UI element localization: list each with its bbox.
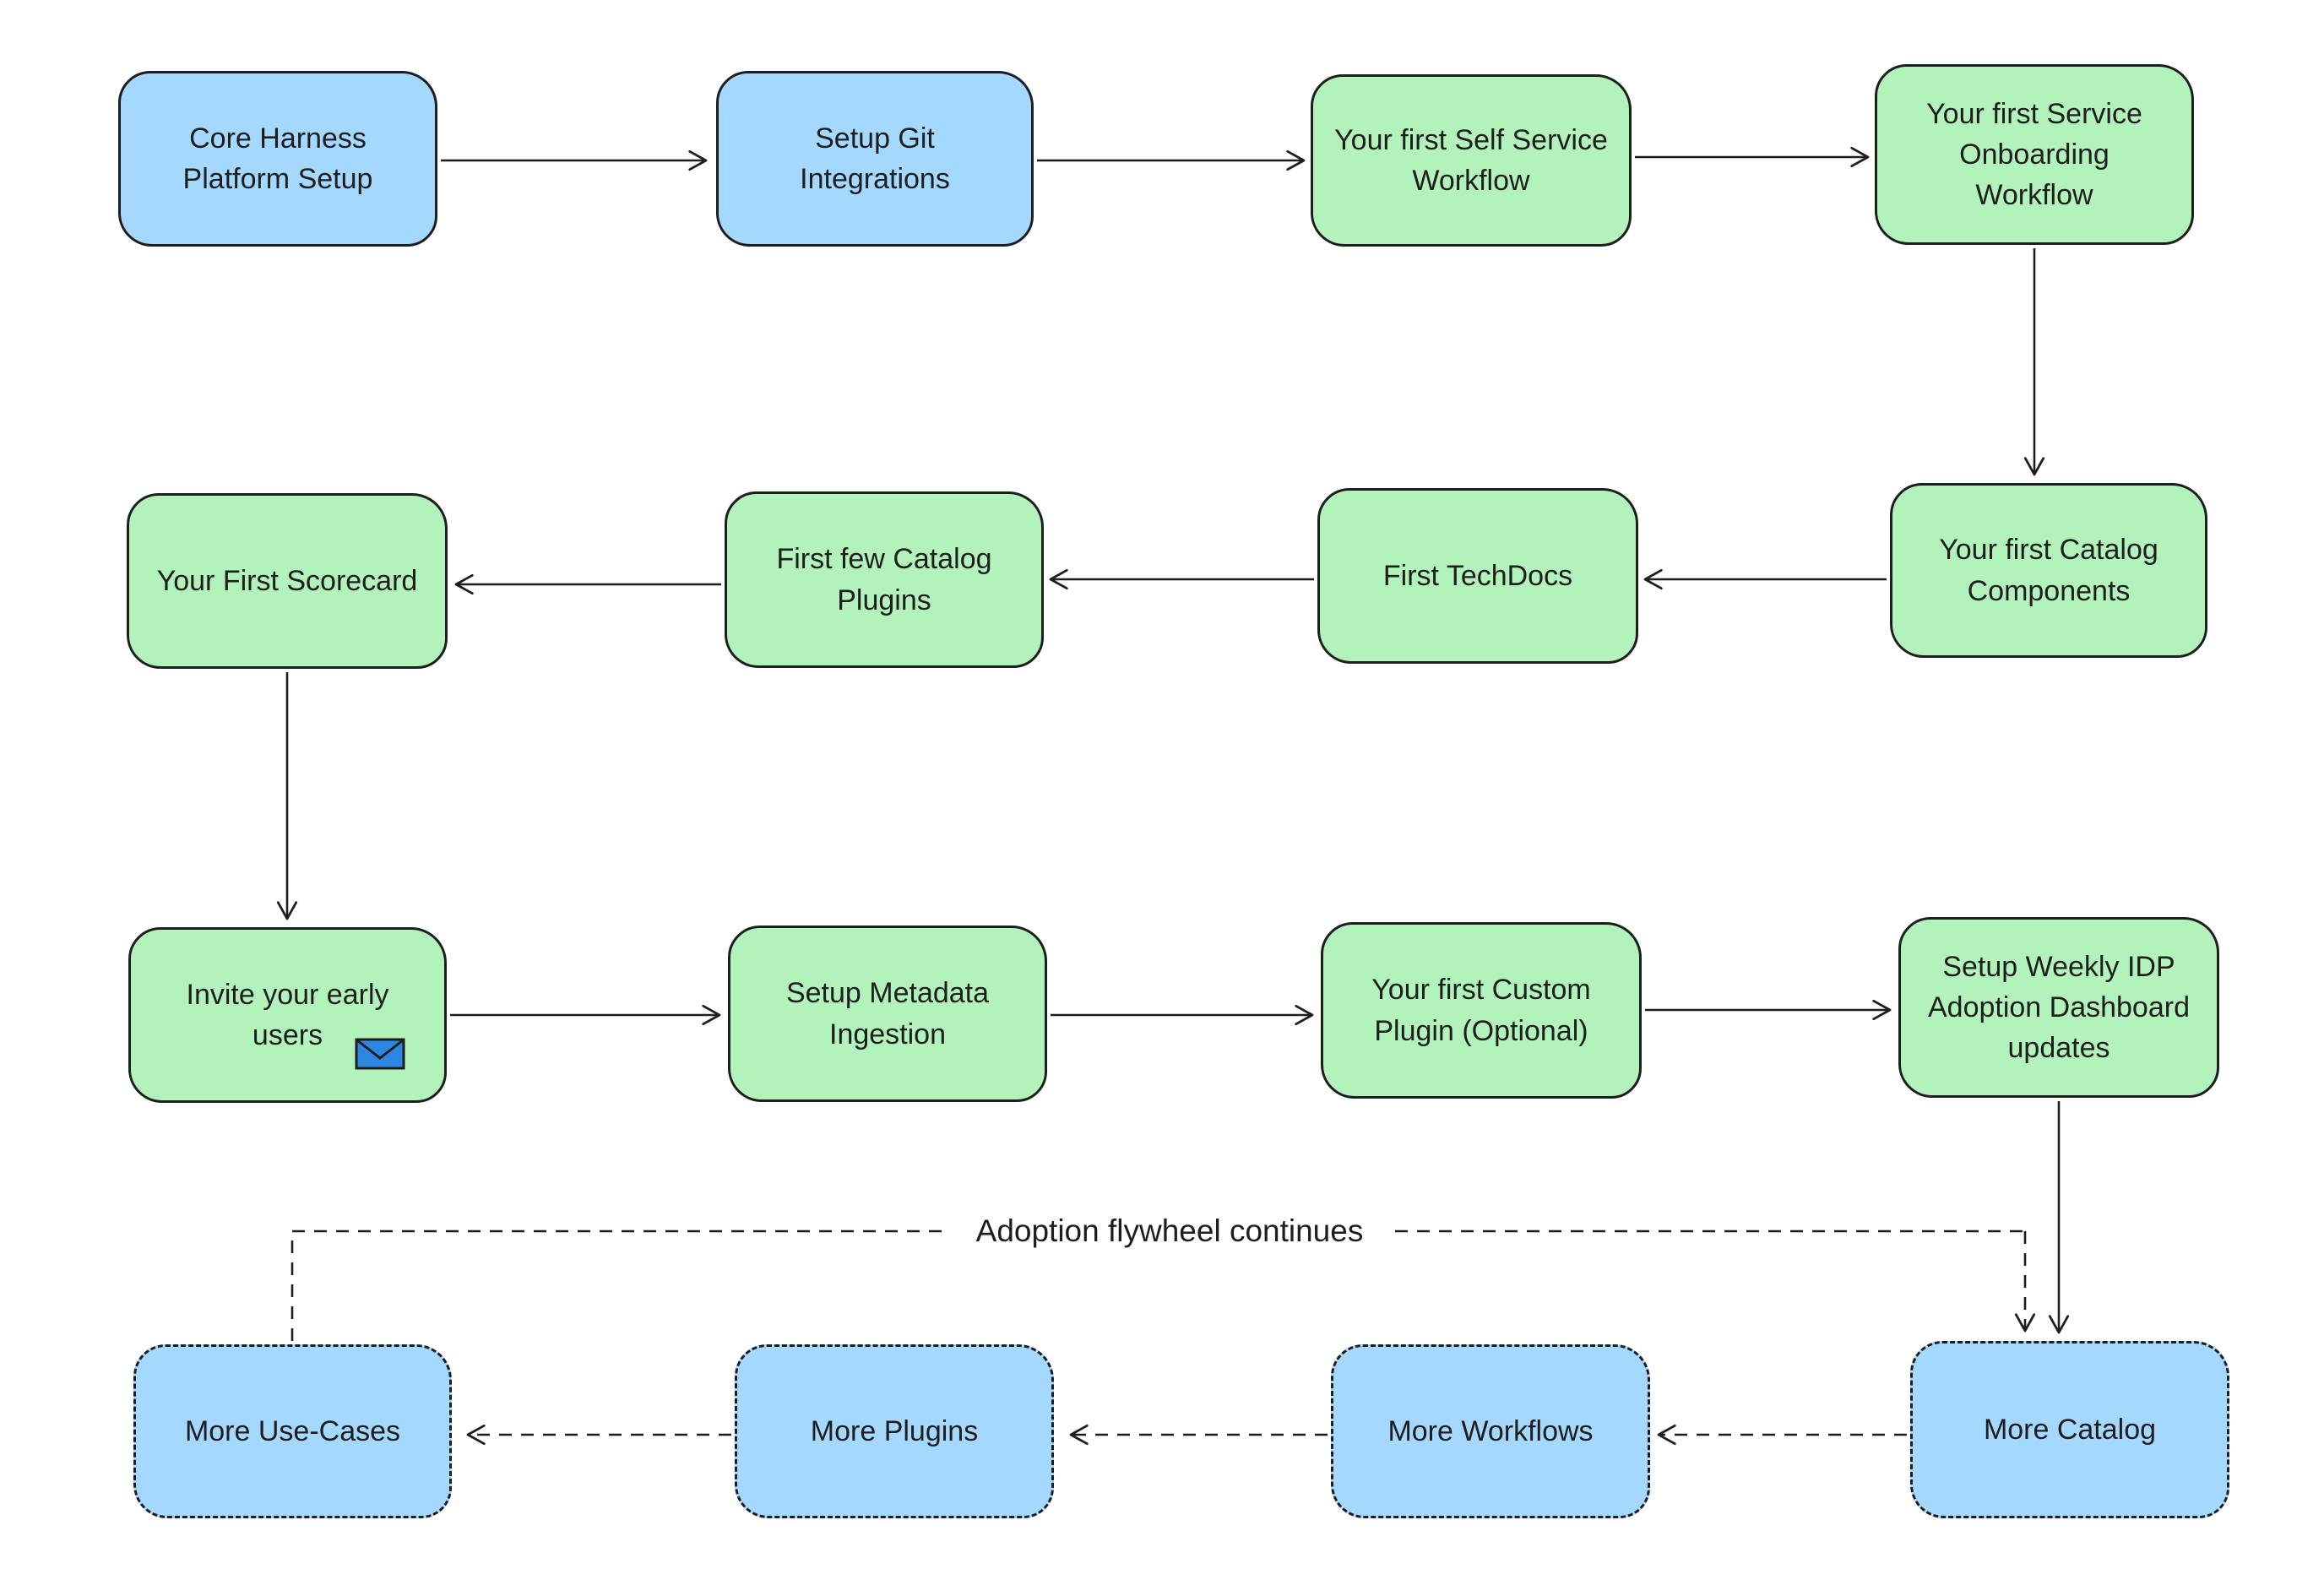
node-label: Your first Catalog Components xyxy=(1939,534,2158,607)
node-label: Setup Weekly IDP Adoption Dashboard upda… xyxy=(1927,950,2190,1065)
node-more-workflows: More Workflows xyxy=(1331,1344,1650,1518)
node-label: First TechDocs xyxy=(1382,559,1573,592)
node-label: Core Harness Platform Setup xyxy=(182,122,373,195)
node-label: More Catalog xyxy=(1983,1413,2157,1446)
node-first-catalog-components: Your first Catalog Components xyxy=(1890,483,2207,658)
node-more-catalog: More Catalog xyxy=(1910,1341,2229,1518)
envelope-icon xyxy=(355,1038,405,1070)
node-weekly-idp-adoption-dashboard: Setup Weekly IDP Adoption Dashboard upda… xyxy=(1898,917,2219,1098)
node-label: More Use-Cases xyxy=(184,1414,401,1447)
node-label: Setup Metadata Ingestion xyxy=(785,977,990,1050)
node-first-self-service-workflow: Your first Self Service Workflow xyxy=(1311,74,1632,247)
node-setup-git-integrations: Setup Git Integrations xyxy=(716,71,1034,247)
node-first-few-catalog-plugins: First few Catalog Plugins xyxy=(725,491,1044,668)
node-first-service-onboarding-workflow: Your first Service Onboarding Workflow xyxy=(1875,64,2194,245)
node-core-harness-platform-setup: Core Harness Platform Setup xyxy=(118,71,437,247)
node-first-scorecard: Your First Scorecard xyxy=(127,493,448,669)
node-label: More Plugins xyxy=(810,1414,979,1447)
node-label: Your first Custom Plugin (Optional) xyxy=(1371,974,1591,1047)
node-label: First few Catalog Plugins xyxy=(776,543,992,616)
node-label: Your first Service Onboarding Workflow xyxy=(1926,97,2142,212)
node-more-plugins: More Plugins xyxy=(735,1344,1054,1518)
node-invite-early-users: Invite your early users xyxy=(128,927,447,1103)
adoption-flywheel-label: Adoption flywheel continues xyxy=(975,1213,1364,1248)
node-label: Your first Self Service Workflow xyxy=(1334,123,1608,197)
node-label: Invite your early users xyxy=(186,978,389,1051)
node-first-techdocs: First TechDocs xyxy=(1317,488,1638,664)
node-first-custom-plugin: Your first Custom Plugin (Optional) xyxy=(1321,922,1642,1099)
node-more-use-cases: More Use-Cases xyxy=(133,1344,452,1518)
node-label: Setup Git Integrations xyxy=(800,122,950,195)
node-label: Your First Scorecard xyxy=(156,564,418,597)
node-label: More Workflows xyxy=(1387,1414,1594,1447)
node-setup-metadata-ingestion: Setup Metadata Ingestion xyxy=(728,926,1047,1102)
